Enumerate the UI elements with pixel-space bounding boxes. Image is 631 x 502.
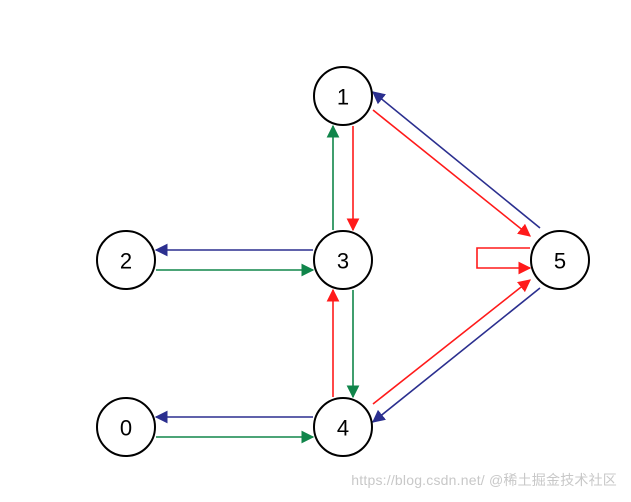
node-circle: [313, 66, 373, 126]
node-1: 1: [313, 66, 373, 126]
node-label: 2: [120, 249, 132, 274]
node-4: 4: [313, 397, 373, 457]
edge-1-to-5: [372, 109, 531, 237]
edges-layer: [154, 91, 541, 444]
edge-5-to-5: [476, 247, 532, 275]
node-label: 0: [120, 416, 132, 441]
node-circle: [96, 397, 156, 457]
edge-5-to-1: [372, 91, 541, 229]
edge-4-to-5: [372, 279, 532, 405]
node-circle: [313, 230, 373, 290]
watermark-text: https://blog.csdn.net/ @稀土掘金技术社区: [351, 472, 617, 488]
node-5: 5: [530, 230, 590, 290]
node-0: 0: [96, 397, 156, 457]
node-circle: [96, 230, 156, 290]
node-3: 3: [313, 230, 373, 290]
node-label: 1: [337, 85, 349, 110]
node-label: 3: [337, 249, 349, 274]
node-circle: [313, 397, 373, 457]
node-circle: [530, 230, 590, 290]
node-label: 5: [554, 249, 566, 274]
edge-5-to-4: [372, 287, 541, 423]
nodes-layer: 0 1 2 3 4 5: [96, 66, 590, 457]
node-2: 2: [96, 230, 156, 290]
node-label: 4: [337, 416, 349, 441]
